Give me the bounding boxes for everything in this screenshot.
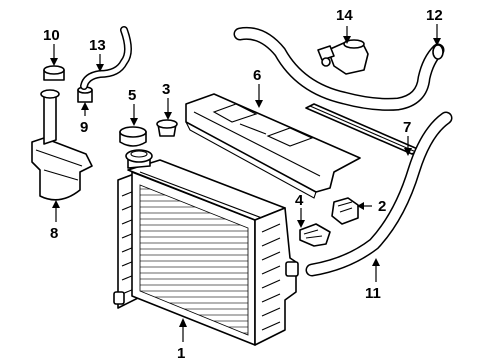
small-cap (156, 119, 178, 137)
round-cap (119, 126, 147, 147)
callout-11-label: 11 (365, 285, 381, 302)
callout-8: 8 (50, 200, 60, 242)
coolant-reservoir (31, 89, 93, 201)
callout-6: 6 (253, 67, 263, 108)
callout-3-label: 3 (162, 81, 170, 98)
callout-12: 12 (426, 7, 443, 46)
callout-13: 13 (89, 37, 106, 72)
callout-7: 7 (403, 119, 412, 156)
baffle-panel (185, 93, 361, 199)
callout-11: 11 (365, 258, 381, 302)
radiator (113, 149, 299, 346)
overflow-hose (80, 26, 132, 90)
callout-1-label: 1 (177, 345, 185, 360)
thermostat-housing (317, 39, 369, 75)
callout-7-label: 7 (403, 119, 411, 136)
upper-radiator-hose (233, 26, 445, 111)
reservoir-cap (43, 65, 65, 81)
callout-3: 3 (162, 81, 172, 120)
callout-14-label: 14 (336, 7, 353, 24)
callout-13-label: 13 (89, 37, 106, 54)
callout-6-label: 6 (253, 67, 261, 84)
lower-radiator-hose (305, 111, 453, 277)
callout-10: 10 (43, 27, 60, 66)
callout-4: 4 (295, 192, 305, 228)
upper-bracket (299, 223, 331, 247)
callout-1: 1 (177, 318, 187, 360)
callout-5: 5 (128, 87, 138, 126)
callout-5-label: 5 (128, 87, 136, 104)
lower-bracket (331, 197, 359, 225)
callout-4-label: 4 (295, 192, 304, 209)
callout-14: 14 (336, 7, 353, 44)
callout-8-label: 8 (50, 225, 58, 242)
callout-9: 9 (80, 102, 89, 136)
callout-10-label: 10 (43, 27, 60, 44)
callout-12-label: 12 (426, 7, 443, 24)
callout-2: 2 (357, 198, 386, 215)
callout-9-label: 9 (80, 119, 88, 136)
callout-2-label: 2 (378, 198, 386, 215)
